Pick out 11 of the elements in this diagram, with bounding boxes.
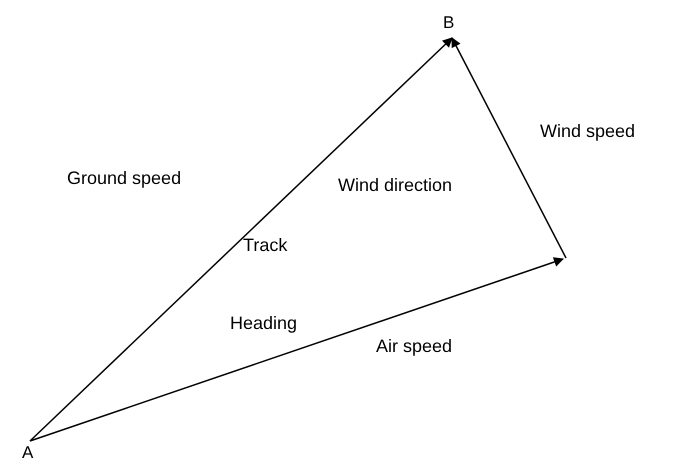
- point-label: A: [22, 444, 34, 461]
- vector-label: Wind direction: [338, 176, 452, 194]
- vector-label: Track: [243, 236, 288, 254]
- vector-label: Air speed: [376, 337, 452, 355]
- arrow: [29, 37, 453, 442]
- point-label: B: [443, 14, 454, 31]
- vector-label: Ground speed: [67, 169, 182, 187]
- arrow: [30, 257, 564, 442]
- arrow: [451, 37, 567, 258]
- vector-label: Heading: [230, 314, 298, 332]
- vector-label: Wind speed: [540, 122, 636, 140]
